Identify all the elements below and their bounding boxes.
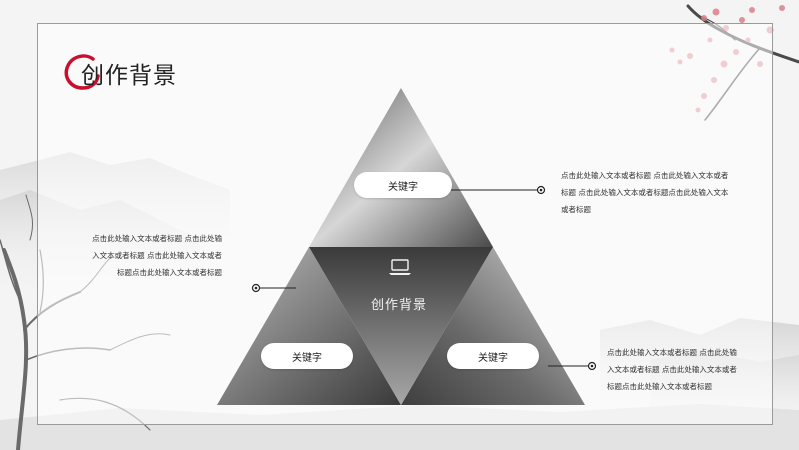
- text-block-left: 点击此处输入文本或者标题 点击此处输 入文本或者标题 点击此处输入文本或者 标题…: [82, 230, 222, 281]
- text-line: 标题 点击此处输入文本或者标题点击此处输入文本: [561, 188, 729, 197]
- text-line: 或者标题: [561, 205, 591, 214]
- keyword-pill-top[interactable]: 关键字: [354, 172, 452, 198]
- text-line: 标题点击此处输入文本或者标题: [117, 268, 222, 277]
- center-label: 创作背景: [370, 298, 427, 313]
- laptop-icon: [389, 259, 411, 275]
- keyword-pill-left[interactable]: 关键字: [261, 343, 353, 369]
- keyword-pill-right[interactable]: 关键字: [447, 343, 539, 369]
- text-line: 入文本或者标题 点击此处输入文本或者: [92, 251, 222, 260]
- red-brush-circle-icon: [64, 54, 100, 90]
- text-line: 点击此处输入文本或者标题 点击此处输入文本或者: [561, 171, 729, 180]
- pyramid-top-section: [309, 88, 493, 247]
- pyramid-left-section: [217, 247, 401, 405]
- text-line: 点击此处输入文本或者标题 点击此处输: [92, 234, 222, 243]
- text-block-bottom-right: 点击此处输入文本或者标题 点击此处输 入文本或者标题 点击此处输入文本或者 标题…: [607, 344, 737, 395]
- text-line: 入文本或者标题 点击此处输入文本或者: [607, 365, 737, 374]
- pyramid-right-section: [401, 247, 585, 405]
- text-line: 标题点击此处输入文本或者标题: [607, 382, 712, 391]
- text-line: 点击此处输入文本或者标题 点击此处输: [607, 348, 737, 357]
- text-block-top-right: 点击此处输入文本或者标题 点击此处输入文本或者 标题 点击此处输入文本或者标题点…: [561, 167, 728, 218]
- page-title: 创作背景: [81, 63, 177, 89]
- pyramid-center-section: [309, 247, 493, 405]
